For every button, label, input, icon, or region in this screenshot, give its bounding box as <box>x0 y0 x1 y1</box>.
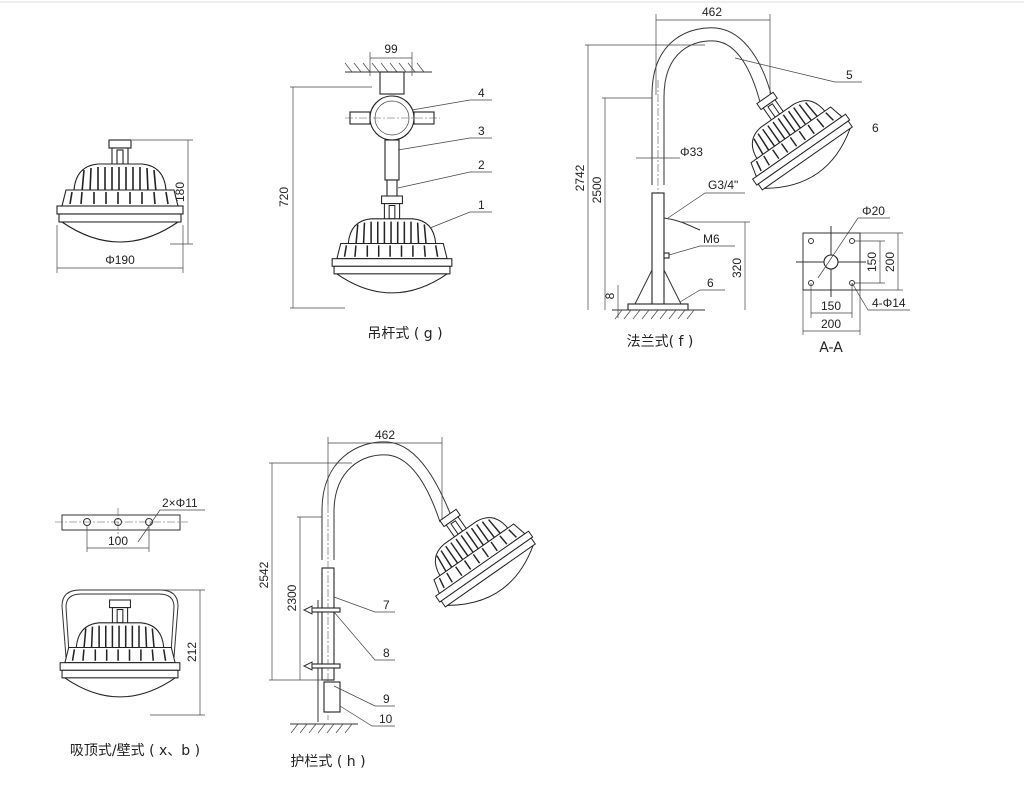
hatch-mark <box>371 62 380 73</box>
spacing-label: 100 <box>108 534 128 548</box>
height-label: 720 <box>277 187 291 207</box>
caption: 吸顶式/壁式 ( x、b ) <box>70 743 200 759</box>
curved-arm <box>651 27 773 185</box>
hatch-mark <box>326 723 335 734</box>
view-wall-xb: 2×Φ11 100 212 吸顶式/壁式 ( x、b ) <box>55 496 205 759</box>
pipe-dia-label: Φ33 <box>680 145 703 159</box>
cable <box>663 217 701 231</box>
ceiling-hatch <box>344 62 425 73</box>
callout-1: 1 <box>478 198 485 212</box>
callout-5: 5 <box>846 68 853 82</box>
hatch-mark <box>344 62 353 73</box>
hatch-mark <box>686 309 695 320</box>
view-pendant-g: 99 720 4 3 2 1 吊杆式 ( g ) <box>277 42 492 342</box>
hatch-mark <box>308 723 317 734</box>
caption: 吊杆式 ( g ) <box>367 326 442 342</box>
view-guardrail-h: 462 2542 2300 7 8 9 10 护栏式 ( h ) <box>257 428 548 770</box>
pendant-rod <box>384 139 400 181</box>
curved-arm <box>321 441 453 560</box>
hatch-mark <box>335 723 344 734</box>
outer-horizontal-label: 200 <box>821 317 841 331</box>
callout-lamp-6: 6 <box>872 121 879 135</box>
base-plate <box>627 303 689 311</box>
center-hole-label: Φ20 <box>862 204 885 218</box>
width-label: 462 <box>702 5 722 19</box>
pole-height-label: 2500 <box>590 176 604 203</box>
lamp-drawing <box>59 599 181 698</box>
callout-2: 2 <box>478 158 485 172</box>
lamp-drawing <box>331 195 453 294</box>
callout-9: 9 <box>383 692 390 706</box>
total-height-label: 2542 <box>257 561 271 588</box>
hatch-mark <box>623 309 632 320</box>
caption: 法兰式( f ) <box>627 334 694 350</box>
outlet-height-label: 320 <box>730 258 744 278</box>
holes-label: 4-Φ14 <box>872 296 906 310</box>
hatch-mark <box>641 309 650 320</box>
hatch-mark <box>344 723 353 734</box>
hatch-mark <box>650 309 659 320</box>
callout-8: 8 <box>383 646 390 660</box>
hatch-mark <box>317 723 326 734</box>
pole-height-label: 2300 <box>285 584 299 611</box>
hatch-mark <box>614 309 623 320</box>
inner-vertical-label: 150 <box>865 252 879 272</box>
view-section-aa: Φ20 4-Φ14 150 200 150 200 A-A <box>796 204 910 356</box>
hatch-mark <box>380 62 389 73</box>
inner-horizontal-label: 150 <box>821 299 841 313</box>
hatch-mark <box>677 309 686 320</box>
callout-4: 4 <box>478 86 485 100</box>
lamp-drawing <box>400 481 548 624</box>
mounting-bar <box>61 514 181 531</box>
hatch-mark <box>407 62 416 73</box>
outer-vertical-label: 200 <box>883 252 897 272</box>
ground-hatch <box>614 309 695 320</box>
bolt-label: M6 <box>703 232 720 246</box>
total-height-label: 2742 <box>573 164 587 191</box>
ceiling-bracket <box>379 71 405 95</box>
hatch-mark <box>398 62 407 73</box>
thread-label: G3/4" <box>708 178 738 192</box>
hatch-mark <box>659 309 668 320</box>
lamp-drawing <box>56 139 184 243</box>
callout-10: 10 <box>379 712 393 726</box>
hatch-mark <box>389 62 398 73</box>
callout-7: 7 <box>383 598 390 612</box>
center-hole <box>823 254 839 270</box>
height-label: 212 <box>185 642 199 662</box>
diameter-label: Φ190 <box>105 253 135 267</box>
pole <box>651 192 665 306</box>
width-label: 462 <box>375 428 395 442</box>
bracket <box>61 589 179 671</box>
hatch-mark <box>353 62 362 73</box>
hatch-mark <box>290 723 299 734</box>
hatch-mark <box>299 723 308 734</box>
width-label: 99 <box>384 42 398 56</box>
hatch-mark <box>668 309 677 320</box>
clamp-box <box>323 681 341 713</box>
view-flange-f: 462 2742 2500 8 Φ33 G3/4" M6 320 6 5 6 法… <box>573 5 879 350</box>
caption: 护栏式 ( h ) <box>290 754 365 770</box>
callout-3: 3 <box>478 124 485 138</box>
callout-base-6: 6 <box>707 276 714 290</box>
plate-thickness-label: 8 <box>603 292 617 299</box>
hatch-mark <box>632 309 641 320</box>
view-ceiling-lamp: 180 Φ190 <box>56 139 193 273</box>
caption: A-A <box>819 340 843 356</box>
ground-hatch <box>290 723 353 734</box>
height-label: 180 <box>173 182 187 202</box>
lamp-drawing <box>717 64 865 207</box>
hatch-mark <box>362 62 371 73</box>
hatch-mark <box>416 62 425 73</box>
holes-label: 2×Φ11 <box>162 496 198 510</box>
